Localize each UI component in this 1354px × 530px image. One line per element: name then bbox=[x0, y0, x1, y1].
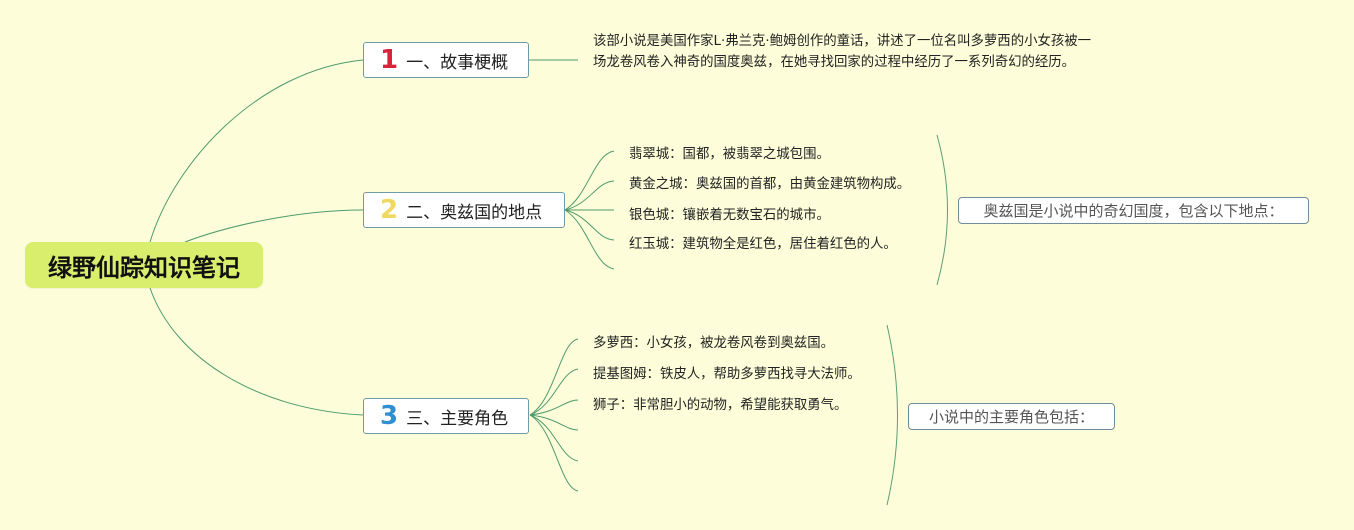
branch-oz-locations[interactable]: 2 二、奥兹国的地点 bbox=[363, 192, 565, 228]
link-root-branch-3 bbox=[149, 287, 364, 416]
link-branch-3-leaf-3 bbox=[529, 399, 579, 416]
link-branch-3-leaf-2 bbox=[529, 368, 579, 416]
branch-label: 一、故事梗概 bbox=[406, 52, 509, 73]
branch-label: 三、主要角色 bbox=[406, 408, 509, 429]
number-3-icon: 3 bbox=[380, 401, 399, 431]
summary-brace-branch-2 bbox=[936, 134, 948, 286]
branch-story-summary[interactable]: 1 一、故事梗概 bbox=[363, 42, 529, 78]
character-item[interactable]: 狮子：非常胆小的动物，希望能获取勇气。 bbox=[593, 398, 848, 413]
link-branch-2-leaf-4 bbox=[564, 209, 615, 241]
summary-label: 奥兹国是小说中的奇幻国度，包含以下地点： bbox=[983, 202, 1284, 220]
summary-oz-locations[interactable]: 奥兹国是小说中的奇幻国度，包含以下地点： bbox=[958, 197, 1309, 224]
character-item[interactable]: 多萝西：小女孩，被龙卷风卷到奥兹国。 bbox=[593, 336, 835, 351]
branch-main-characters[interactable]: 3 三、主要角色 bbox=[363, 398, 529, 434]
location-item[interactable]: 黄金之城：奥兹国的首都，由黄金建筑物构成。 bbox=[629, 177, 911, 192]
story-summary-description[interactable]: 该部小说是美国作家L·弗兰克·鲍姆创作的童话，讲述了一位名叫多萝西的小女孩被一场… bbox=[593, 34, 1092, 70]
location-item[interactable]: 翡翠城：国都，被翡翠之城包围。 bbox=[629, 147, 830, 162]
link-branch-3-leaf-1 bbox=[529, 338, 579, 416]
number-1-icon: 1 bbox=[380, 45, 399, 75]
root-topic-label: 绿野仙踪知识笔记 bbox=[48, 253, 240, 282]
link-branch-2-leaf-5 bbox=[564, 209, 615, 270]
link-root-branch-1 bbox=[149, 59, 364, 243]
root-topic[interactable]: 绿野仙踪知识笔记 bbox=[25, 242, 263, 288]
branch-label: 二、奥兹国的地点 bbox=[406, 202, 543, 223]
character-item[interactable]: 提基图姆：铁皮人，帮助多萝西找寻大法师。 bbox=[593, 367, 861, 382]
link-branch-2-leaf-1 bbox=[564, 150, 615, 211]
location-item[interactable]: 红玉城：建筑物全是红色，居住着红色的人。 bbox=[629, 237, 897, 252]
summary-label: 小说中的主要角色包括： bbox=[928, 408, 1094, 426]
link-branch-3-leaf-5 bbox=[529, 414, 579, 462]
number-2-icon: 2 bbox=[380, 195, 399, 225]
link-branch-3-leaf-6 bbox=[529, 414, 579, 492]
link-branch-2-leaf-2 bbox=[564, 180, 615, 211]
link-branch-3-leaf-4 bbox=[529, 414, 579, 431]
location-item[interactable]: 银色城：镶嵌着无数宝石的城市。 bbox=[629, 208, 830, 223]
link-root-branch-2 bbox=[184, 209, 364, 243]
summary-main-characters[interactable]: 小说中的主要角色包括： bbox=[908, 403, 1115, 430]
summary-brace-branch-3 bbox=[886, 324, 898, 506]
